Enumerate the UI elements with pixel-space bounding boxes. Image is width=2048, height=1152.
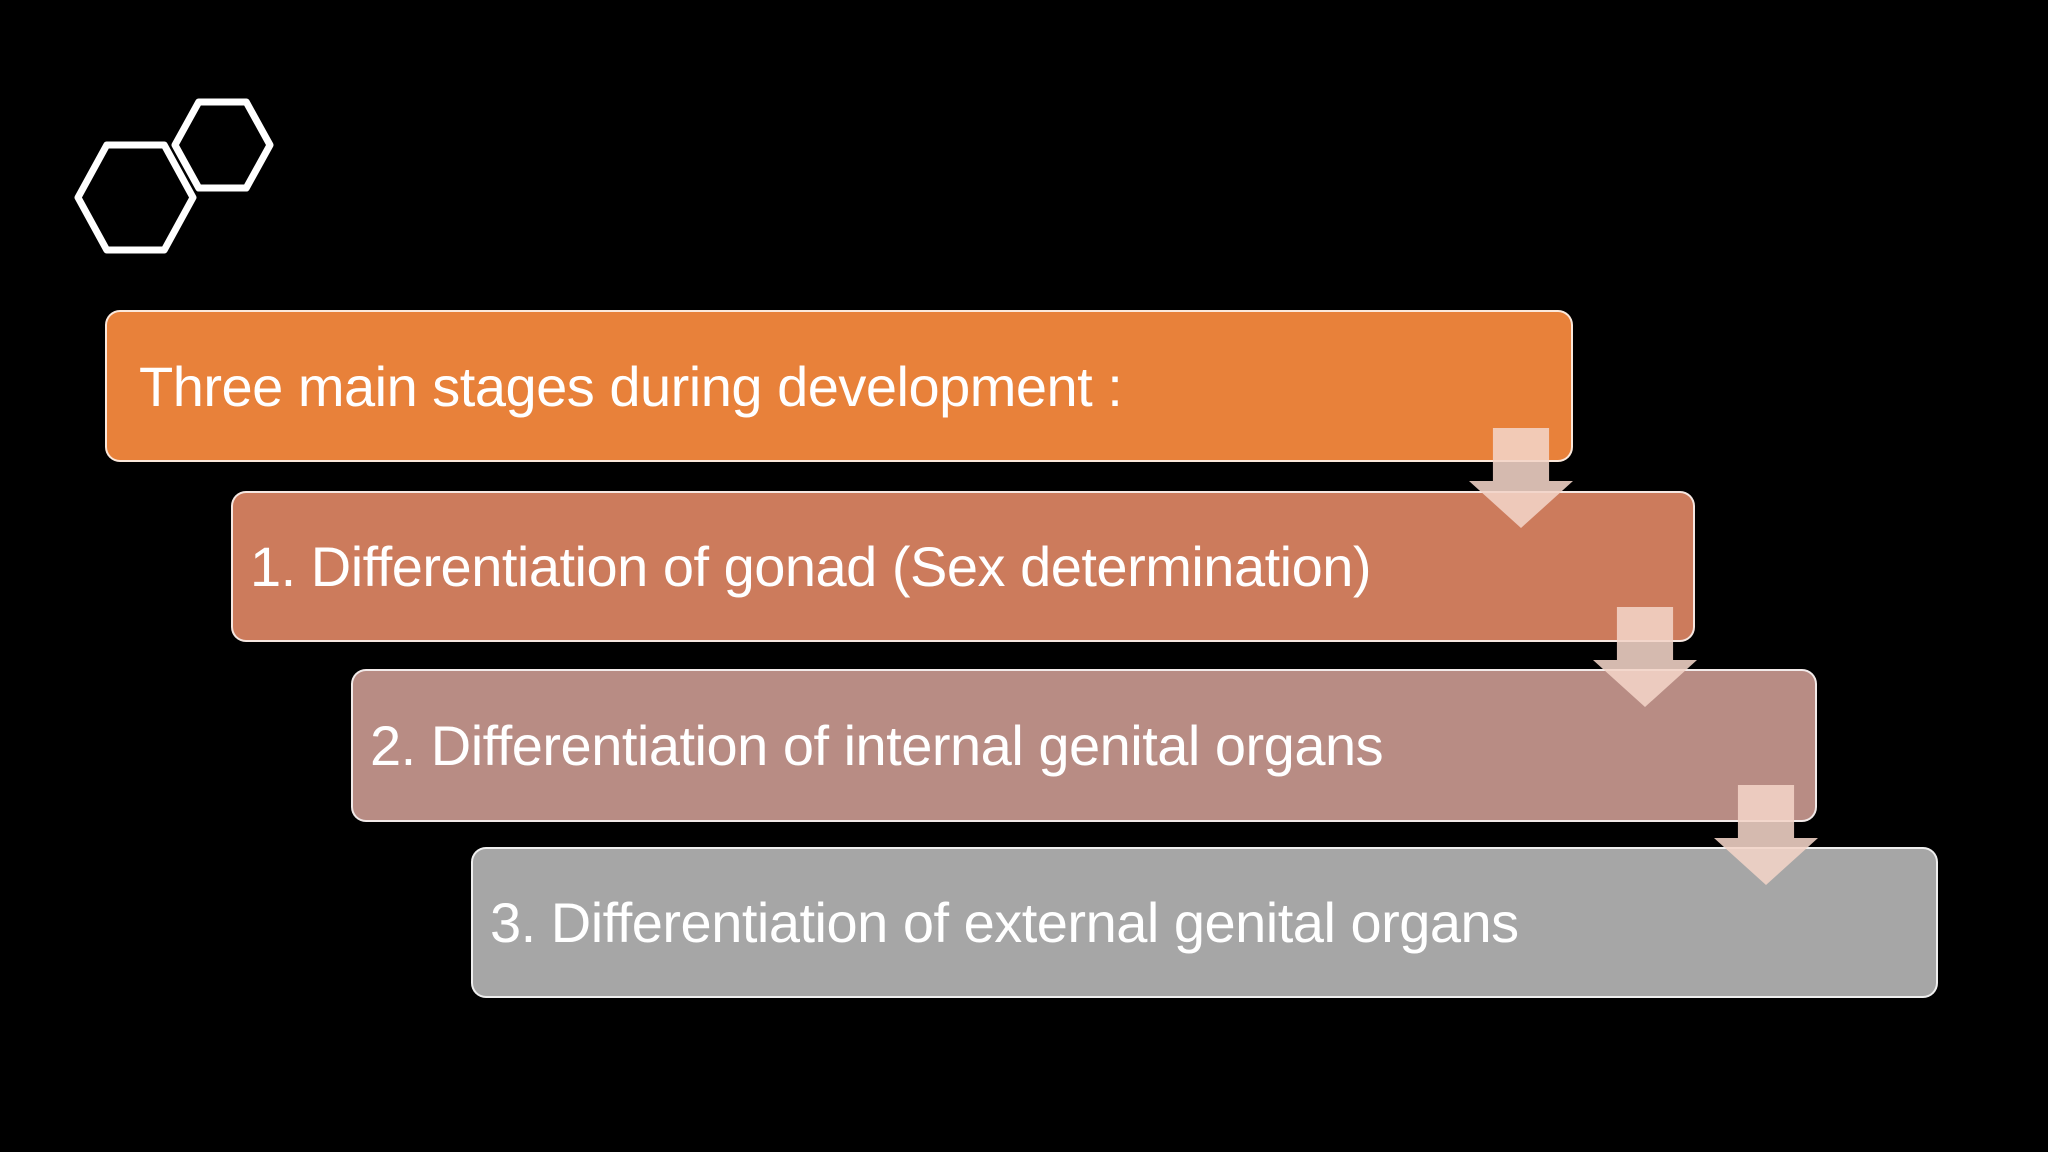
stage-box-label: 1. Differentiation of gonad (Sex determi… bbox=[250, 535, 1372, 598]
hexagon-icon-large bbox=[74, 141, 197, 254]
stage-box-2: 2. Differentiation of internal genital o… bbox=[351, 669, 1817, 822]
hexagon-icon-small bbox=[171, 98, 274, 192]
stage-box-intro: Three main stages during development : bbox=[105, 310, 1573, 462]
stage-box-label: Three main stages during development : bbox=[139, 354, 1123, 418]
stage-box-label: 2. Differentiation of internal genital o… bbox=[370, 714, 1384, 777]
stage-box-label: 3. Differentiation of external genital o… bbox=[490, 891, 1519, 954]
hexagon-decoration bbox=[74, 98, 274, 254]
stage-box-3: 3. Differentiation of external genital o… bbox=[471, 847, 1938, 998]
stage-box-1: 1. Differentiation of gonad (Sex determi… bbox=[231, 491, 1695, 642]
